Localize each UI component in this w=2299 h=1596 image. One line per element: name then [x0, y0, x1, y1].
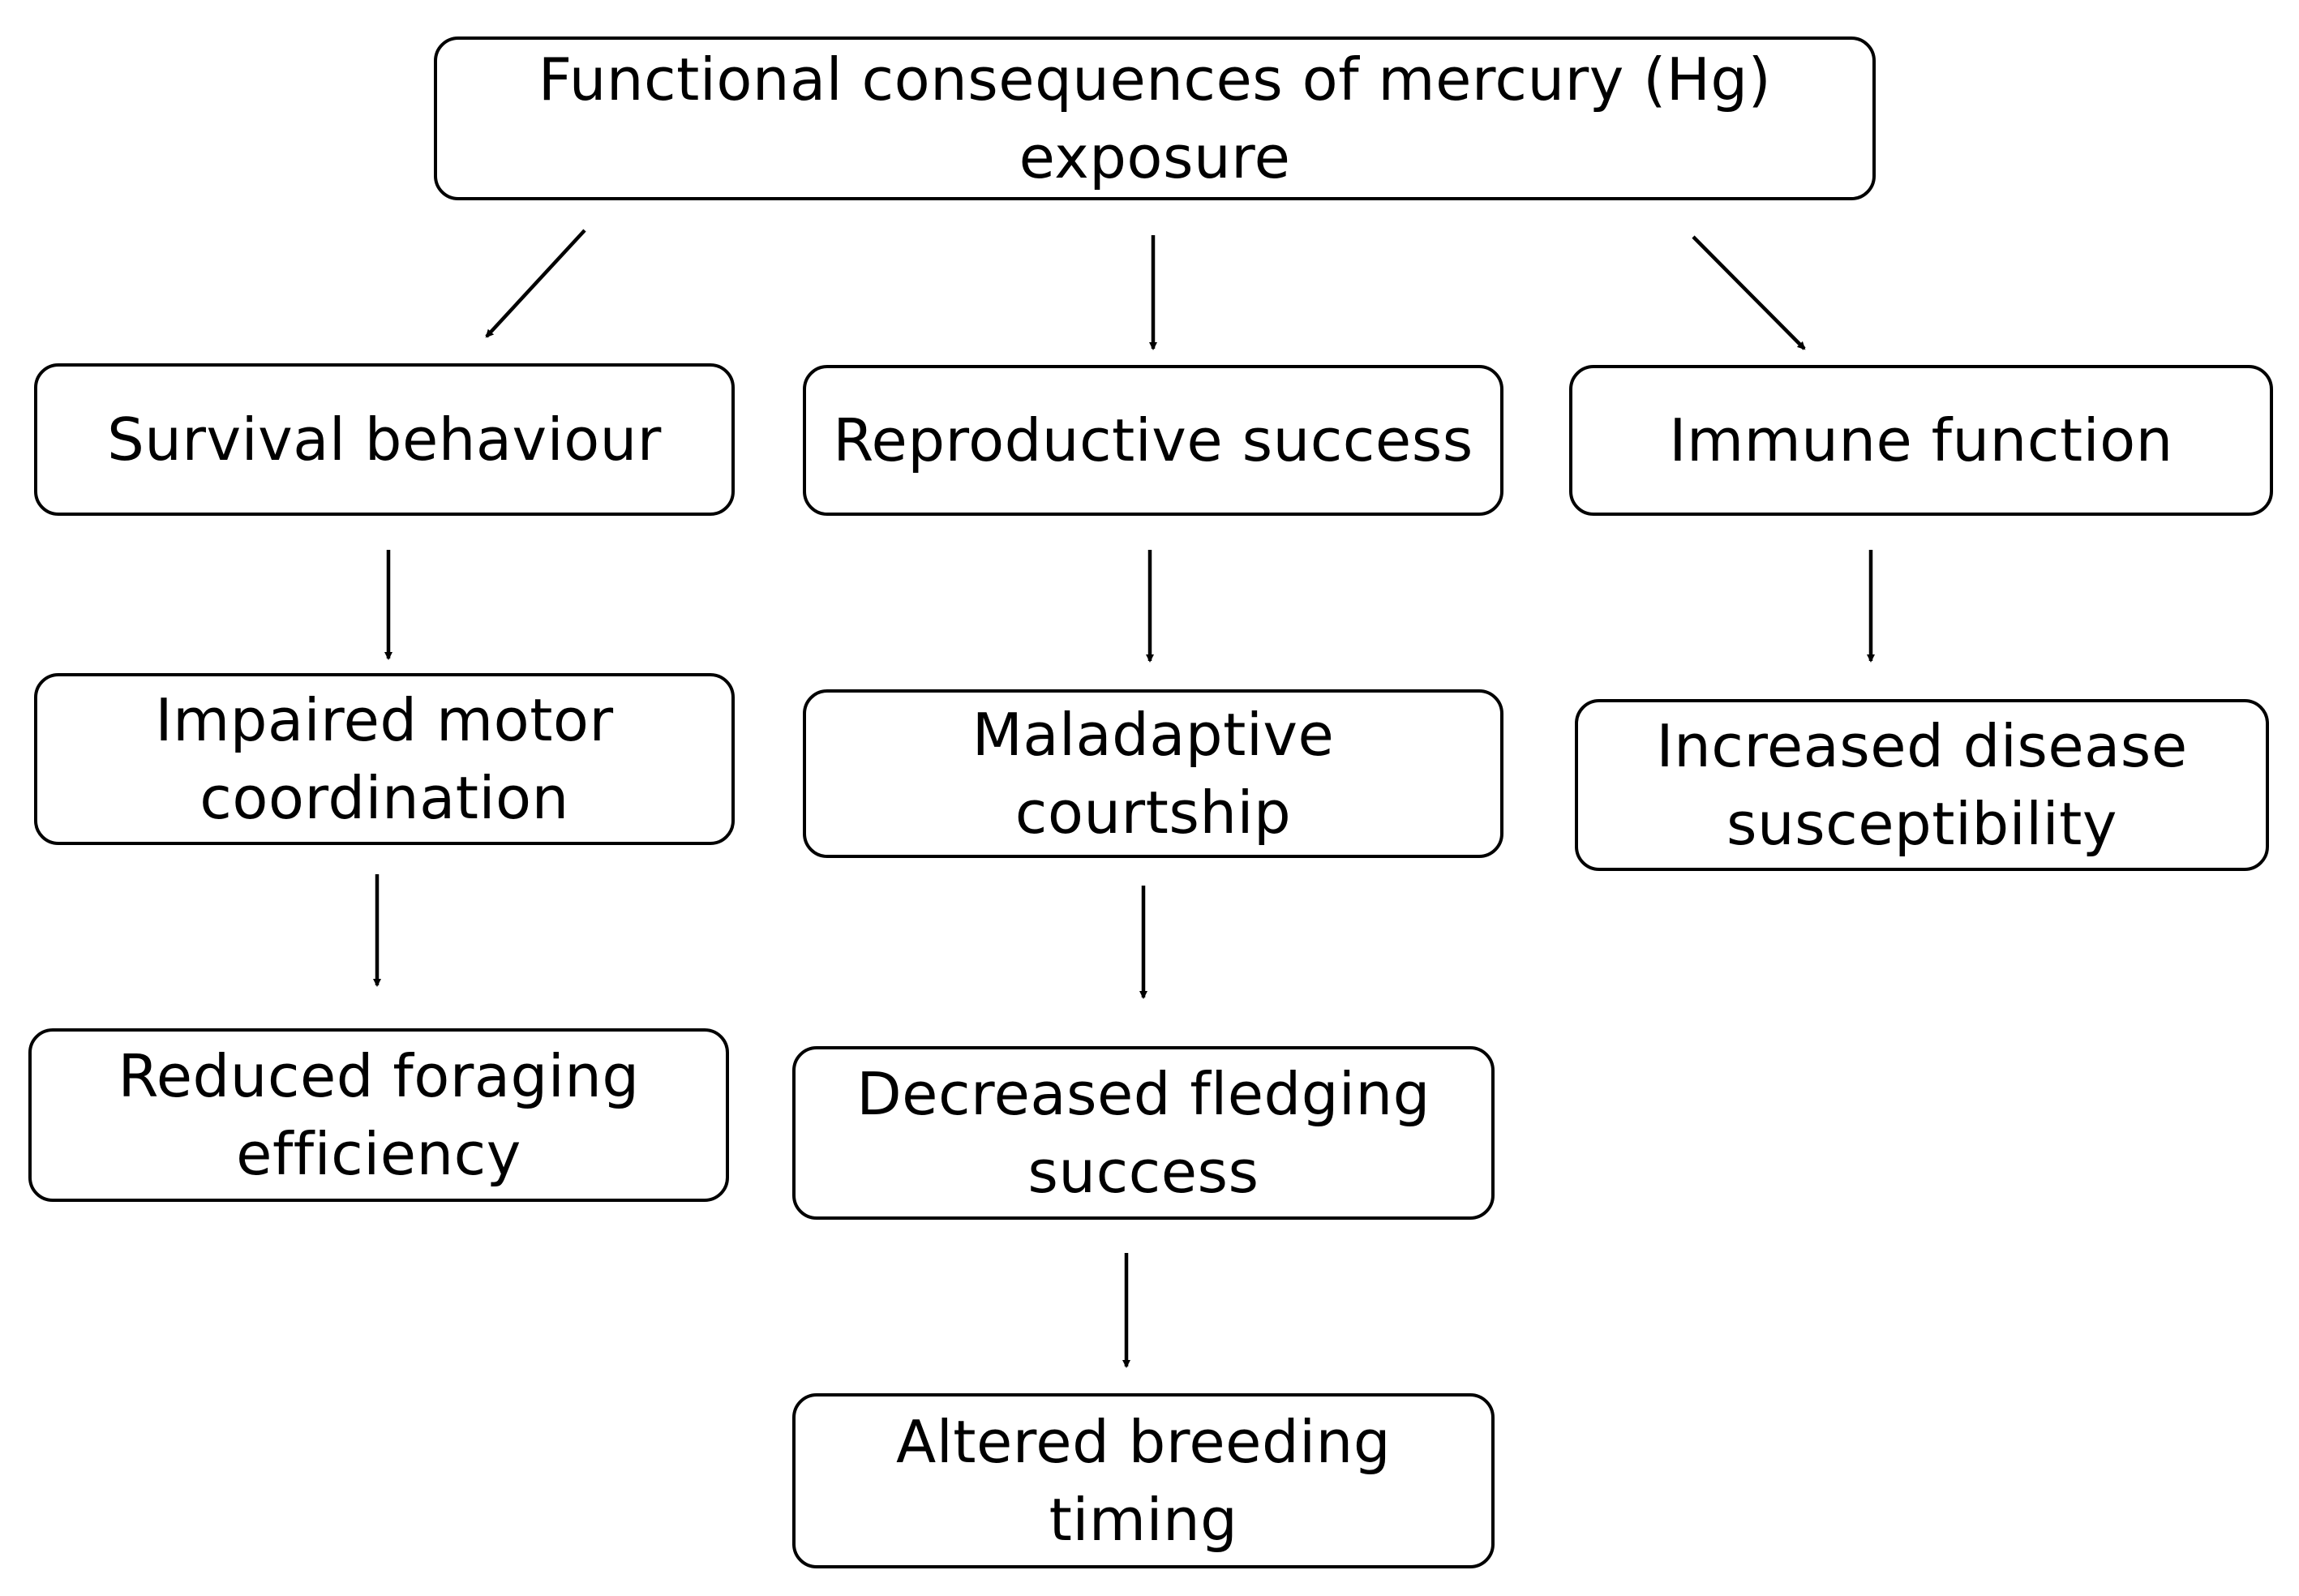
reduced-foraging-efficiency-line-2: efficiency — [236, 1120, 521, 1188]
reduced-foraging-efficiency-text: Reduced foraging efficiency — [118, 1037, 639, 1193]
root-node: Functional consequences of mercury (Hg) … — [434, 36, 1876, 200]
reproductive-success-label: Reproductive success — [833, 406, 1473, 474]
survival-behaviour-node: Survival behaviour — [34, 363, 735, 516]
root-node-text: Functional consequences of mercury (Hg) … — [538, 41, 1771, 196]
altered-breeding-timing-text: Altered breeding timing — [896, 1403, 1391, 1559]
impaired-motor-coordination-node: Impaired motor coordination — [34, 673, 735, 845]
decreased-fledging-success-line-2: success — [1027, 1138, 1259, 1206]
maladaptive-courtship-line-2: courtship — [1014, 779, 1292, 847]
reduced-foraging-efficiency-node: Reduced foraging efficiency — [28, 1028, 729, 1202]
impaired-motor-coordination-line-2: coordination — [199, 764, 569, 832]
decreased-fledging-success-line-1: Decreased fledging — [856, 1060, 1430, 1128]
root-node-line-1: Functional consequences of mercury (Hg) — [538, 45, 1772, 114]
decreased-fledging-success-text: Decreased fledging success — [856, 1055, 1430, 1211]
impaired-motor-coordination-text: Impaired motor coordination — [155, 681, 613, 837]
arrow-root-to-survival — [485, 229, 586, 338]
maladaptive-courtship-node: Maladaptive courtship — [803, 689, 1503, 858]
immune-function-label: Immune function — [1669, 406, 2173, 474]
maladaptive-courtship-text: Maladaptive courtship — [972, 696, 1335, 852]
arrow-root-to-immune — [1692, 235, 1806, 350]
increased-disease-susceptibility-line-1: Increased disease — [1656, 712, 2188, 780]
increased-disease-susceptibility-line-2: susceptibility — [1726, 790, 2117, 858]
decreased-fledging-success-node: Decreased fledging success — [792, 1046, 1495, 1220]
reduced-foraging-efficiency-line-1: Reduced foraging — [118, 1042, 640, 1110]
altered-breeding-timing-line-2: timing — [1049, 1486, 1238, 1554]
maladaptive-courtship-line-1: Maladaptive — [971, 701, 1335, 769]
impaired-motor-coordination-line-1: Impaired motor — [155, 686, 614, 754]
altered-breeding-timing-line-1: Altered breeding — [895, 1408, 1392, 1476]
increased-disease-susceptibility-text: Increased disease susceptibility — [1656, 707, 2187, 863]
altered-breeding-timing-node: Altered breeding timing — [792, 1393, 1495, 1568]
survival-behaviour-label: Survival behaviour — [107, 405, 662, 474]
reproductive-success-node: Reproductive success — [803, 365, 1503, 516]
immune-function-node: Immune function — [1569, 365, 2273, 516]
root-node-line-2: exposure — [1019, 123, 1291, 191]
increased-disease-susceptibility-node: Increased disease susceptibility — [1575, 699, 2269, 871]
